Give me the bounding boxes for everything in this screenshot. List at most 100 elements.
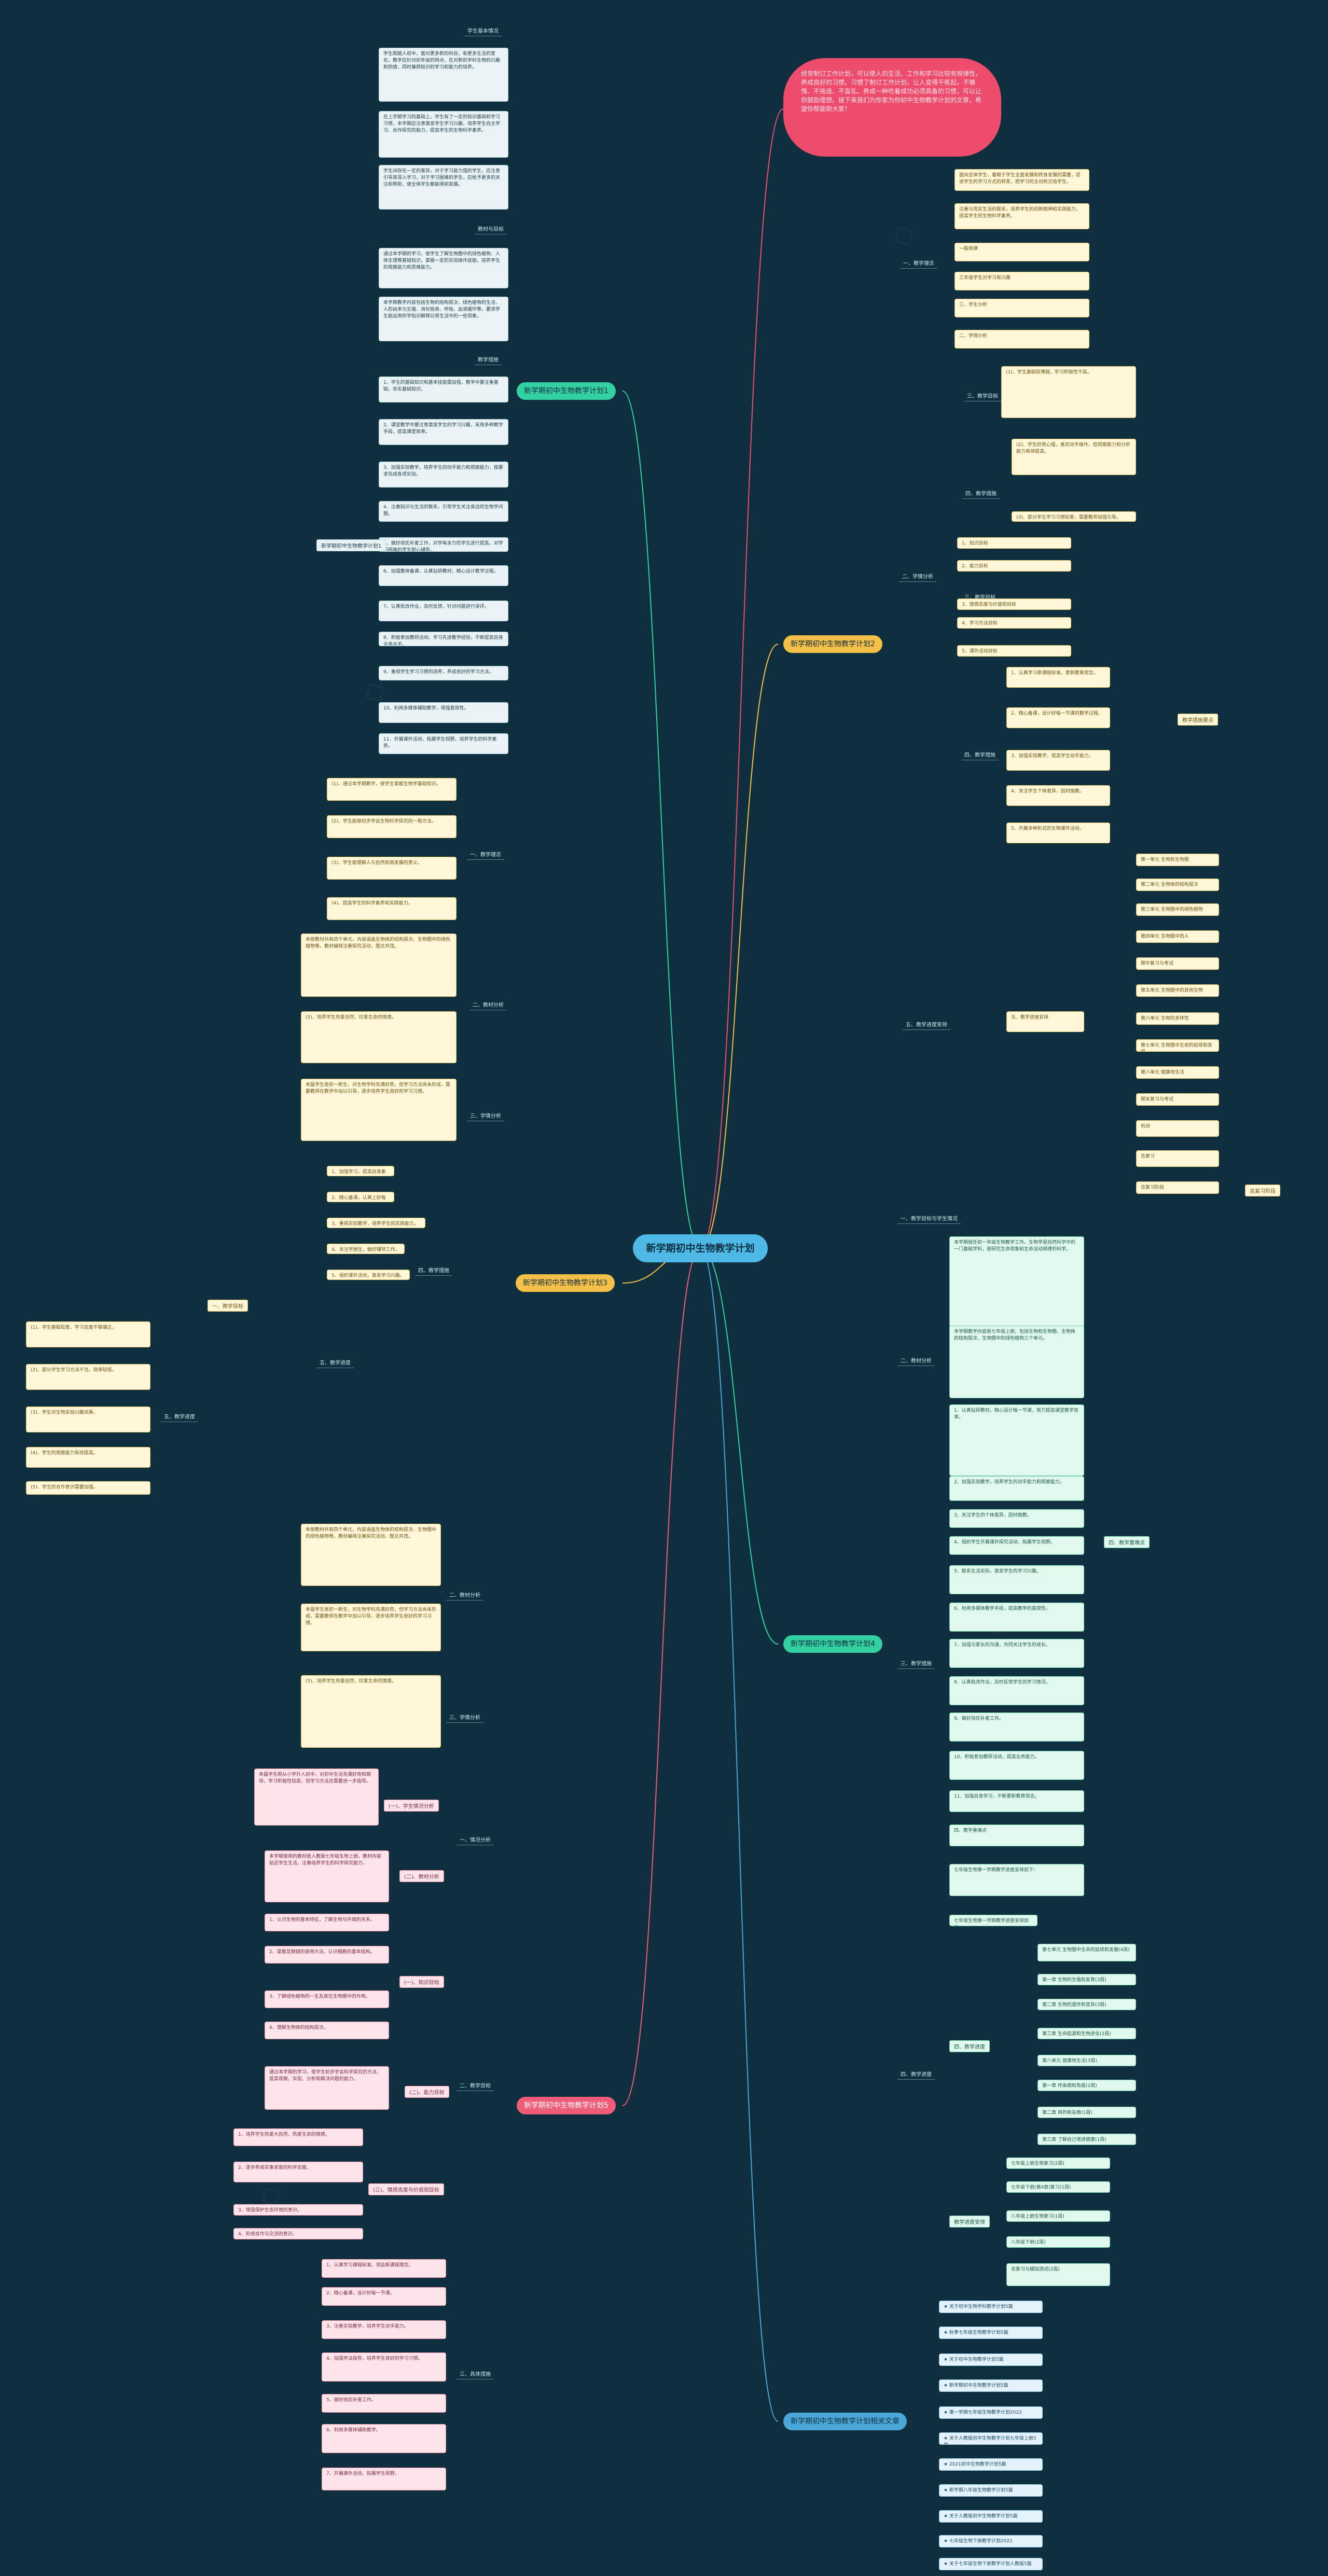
plan5-sub-c[interactable]: 三、具体措施 [457, 2368, 494, 2379]
branch-related[interactable]: 新学期初中生物教学计划相关文章 [783, 2413, 907, 2430]
plan4-sub-c[interactable]: 三、教学措施 [897, 1658, 935, 1669]
plan2-a-1: 面向全体学生，着眼于学生全面发展和终身发展的需要，促进学生的学习方式的转变，把学… [955, 169, 1089, 191]
plan1-base-1: 学生刚踏入初中，面对更多新的科目，有更多生活的变化，教学应针对初年级的特点，在对… [379, 48, 508, 102]
plan3-sub-g[interactable]: 三、学情分析 [446, 1711, 483, 1723]
branch-plan2[interactable]: 新学期初中生物教学计划2 [783, 635, 882, 653]
plan4-c-5: 5、联系生活实际，激发学生的学习兴趣。 [949, 1565, 1084, 1594]
plan2-c-1: 1、知识目标 [957, 537, 1071, 549]
plan3-sub-e[interactable]: 五、教学进度 [316, 1357, 354, 1368]
plan5-sub-a[interactable]: 一、情况分析 [457, 1834, 494, 1845]
plan4-c-3: 3、关注学生的个体差异，因材施教。 [949, 1509, 1084, 1528]
plan4-c-4: 4、组织学生开展课外探究活动，拓展学生视野。 [949, 1536, 1084, 1555]
plan2-e-11: 机动 [1136, 1120, 1219, 1137]
related-5[interactable]: ★ 第一学期七年级生物教学计划2022 [939, 2406, 1043, 2419]
plan1-tag: 新学期初中生物教学计划1 [316, 539, 386, 551]
plan3-sub-b[interactable]: 二、教材分析 [469, 999, 507, 1010]
plan2-c-4: 4、学习方法目标 [957, 617, 1071, 629]
plan4-d1: 七年级生物第一学期教学进度安排如下： [949, 1915, 1038, 1926]
plan4-c-1: 1、认真钻研教材，精心设计每一节课，努力提高课堂教学效率。 [949, 1404, 1084, 1476]
plan2-d-5: 5、开展多种形式的生物课外活动。 [1006, 823, 1110, 843]
branch-plan5[interactable]: 新学期初中生物教学计划5 [517, 2097, 616, 2114]
plan5-b3-4: 4、形成合作与交流的意识。 [233, 2228, 363, 2239]
plan2-sub-b2[interactable]: 四、教学措施 [962, 488, 1000, 499]
plan2-e-2: 第二单元 生物体的结构层次 [1136, 879, 1219, 891]
branch-plan4[interactable]: 新学期初中生物教学计划4 [783, 1635, 882, 1653]
plan5-c-4: 4、加强学法指导，培养学生良好的学习习惯。 [322, 2352, 446, 2382]
intro-bubble[interactable]: 经常制订工作计划，可以使人的生活、工作和学习比较有规律性，养成良好的习惯。习惯了… [783, 58, 1001, 157]
plan2-sub-d[interactable]: 四、教学措施 [961, 749, 999, 760]
plan1-measure-8: 8、积极参加教研活动，学习先进教学经验，不断提高自身业务水平。 [379, 632, 508, 646]
related-7[interactable]: ★ 2021初中生物教学计划5篇 [939, 2458, 1043, 2471]
plan5-c-5: 5、做好培优补差工作。 [322, 2394, 446, 2413]
plan2-d-tag: 教学措施要点 [1178, 714, 1218, 726]
plan2-a-2: 注重与现实生活的联系，培养学生的创新精神和实践能力，提高学生的生物科学素养。 [955, 203, 1089, 229]
plan5-a2-tag: (二)、教材分析 [399, 1870, 444, 1882]
related-10[interactable]: ★ 七年级生物下册教学计划2021 [939, 2535, 1043, 2547]
related-6[interactable]: ★ 关于人教版初中生物教学计划七年级上册5篇 [939, 2432, 1043, 2445]
plan4-b: 本学期教学内容是七年级上册，包括生物和生物圈、生物体的结构层次、生物圈中的绿色植… [949, 1326, 1084, 1398]
plan1-sub-base[interactable]: 学生基本情况 [464, 25, 502, 36]
plan4-d3-2: 七年级下册(第4章)复习(1周) [1006, 2181, 1110, 2193]
plan5-sub-b[interactable]: 二、教学目标 [457, 2080, 494, 2091]
plan3-d-5: 5、组织课外活动，激发学习兴趣。 [327, 1270, 410, 1280]
plan4-d3-1: 七年级上册生物复习(2周) [1006, 2157, 1110, 2169]
related-8[interactable]: ★ 新学期八年级生物教学计划5篇 [939, 2484, 1043, 2497]
plan2-c-2: 2、能力目标 [957, 560, 1071, 572]
plan4-sub-b[interactable]: 二、教材分析 [897, 1355, 935, 1366]
plan3-b-2: (5)、培养学生热爱自然、珍爱生命的情感。 [301, 1011, 457, 1063]
plan3-sub-f[interactable]: 二、教材分析 [446, 1589, 483, 1600]
plan2-a-6: 二、学情分析 [955, 330, 1089, 349]
plan5-c-1: 1、认真学习课程标准，领会新课程理念。 [322, 2259, 446, 2278]
plan1-sub-goal[interactable]: 教材与目标 [475, 223, 507, 234]
related-4[interactable]: ★ 新学期初中生物教学计划5篇 [939, 2379, 1043, 2392]
plan1-measure-5: 5、做好培优补差工作，对学有余力的学生进行提高，对学习困难的学生耐心辅导。 [379, 537, 508, 552]
plan3-sub-c[interactable]: 三、学情分析 [467, 1110, 504, 1121]
plan5-b1-3: 3、了解绿色植物的一生及其在生物圈中的作用。 [265, 1990, 389, 2008]
plan4-sub-d[interactable]: 四、教学进度 [897, 2068, 935, 2080]
root-node[interactable]: 新学期初中生物教学计划 [633, 1234, 768, 1262]
plan2-e-6: 第五单元 生物圈中的其他生物 [1136, 984, 1219, 997]
branch-plan1[interactable]: 新学期初中生物教学计划1 [517, 382, 616, 400]
plan2-d-4: 4、关注学生个体差异，因材施教。 [1006, 785, 1110, 806]
plan5-b1-2: 2、掌握显微镜的使用方法，认识细胞的基本结构。 [265, 1946, 389, 1964]
plan4-d2-2: 第一章 生物的生殖和发育(3周) [1038, 1974, 1136, 1985]
related-11[interactable]: ★ 关于七年级生物下册教学计划人教版5篇 [939, 2558, 1043, 2570]
related-1[interactable]: ★ 关于初中生物学科教学计划5篇 [939, 2301, 1043, 2313]
plan4-d2-tag: 四、教学进度 [949, 2040, 990, 2052]
plan5-a1-tag: (一)、学生情况分析 [384, 1800, 439, 1812]
plan4-sub-a[interactable]: 一、教学目标与学生情况 [897, 1213, 961, 1224]
plan5-c-7: 7、开展课外活动，拓展学生视野。 [322, 2468, 446, 2490]
plan1-measure-1: 1、学生的基础知识和基本技能需加强，教学中要注重基础，夯实基础知识。 [379, 377, 508, 402]
plan3-sub-e2[interactable]: 五、教学进度 [161, 1411, 198, 1422]
plan1-sub-measures[interactable]: 教学措施 [475, 354, 502, 365]
plan1-measure-2: 2、课堂教学中要注意激发学生的学习兴趣，采用多种教学手段，提高课堂效率。 [379, 419, 508, 445]
plan2-sub-b[interactable]: 二、学情分析 [899, 570, 936, 582]
plan1-goal-2: 本学期教学内容包括生物的结构层次、绿色植物的生活、人的由来与生殖、消化吸收、呼吸… [379, 297, 508, 341]
plan5-b2-tag: (二)、能力目标 [405, 2086, 449, 2098]
plan2-e-12: 总复习 [1136, 1150, 1219, 1167]
plan5-b2: 通过本学期的学习，使学生初步学会科学探究的方法，提高观察、实验、分析和解决问题的… [265, 2066, 389, 2110]
plan3-sub-d[interactable]: 四、教学措施 [415, 1264, 452, 1276]
plan4-d2-7: 第二章 用药和急救(1周) [1038, 2107, 1136, 2118]
plan3-a-1: (1)、通过本学期教学，使学生掌握生物学基础知识。 [327, 778, 457, 801]
related-2[interactable]: ★ 秋季七年级生物教学计划5篇 [939, 2327, 1043, 2339]
plan2-sub-b1[interactable]: 三、教学目标 [964, 390, 1001, 401]
branch-plan3[interactable]: 新学期初中生物教学计划3 [516, 1274, 615, 1292]
related-9[interactable]: ★ 关于人教版初中生物教学计划5篇 [939, 2510, 1043, 2523]
plan3-e-tag: 一、教学目标 [208, 1300, 248, 1312]
plan4-d3-5: 总复习与模拟测试(2周) [1006, 2263, 1110, 2286]
plan3-f-1: 本册教材共有四个单元，内容涵盖生物体的结构层次、生物圈中的绿色植物等，教材编排注… [301, 1524, 441, 1586]
plan2-e-3: 第三单元 生物圈中的绿色植物 [1136, 903, 1219, 916]
plan4-c-11: 11、加强自身学习，不断更新教育观念。 [949, 1790, 1084, 1812]
plan2-e-13: 总复习阶段 [1136, 1181, 1219, 1194]
plan2-sub-e[interactable]: 五、教学进度安排 [903, 1019, 950, 1030]
plan3-sub-a[interactable]: 一、教学理念 [467, 848, 504, 860]
plan5-b1-tag: (一)、知识目标 [399, 1976, 444, 1988]
related-3[interactable]: ★ 关于初中生物教学计划5篇 [939, 2354, 1043, 2366]
plan4-c-13: 七年级生物第一学期教学进度安排如下： [949, 1864, 1084, 1896]
plan2-sub-a[interactable]: 一、教学理念 [900, 257, 937, 269]
plan4-c-10: 10、积极参加教研活动，提高业务能力。 [949, 1751, 1084, 1780]
plan3-f-2: 本届学生是初一新生，对生物学科充满好奇，但学习方法尚未形成，需要教师在教学中加以… [301, 1604, 441, 1651]
plan1-base-3: 学生间存在一定的差异，对于学习能力强的学生，应注意引导其深入学习，对于学习困难的… [379, 165, 508, 210]
